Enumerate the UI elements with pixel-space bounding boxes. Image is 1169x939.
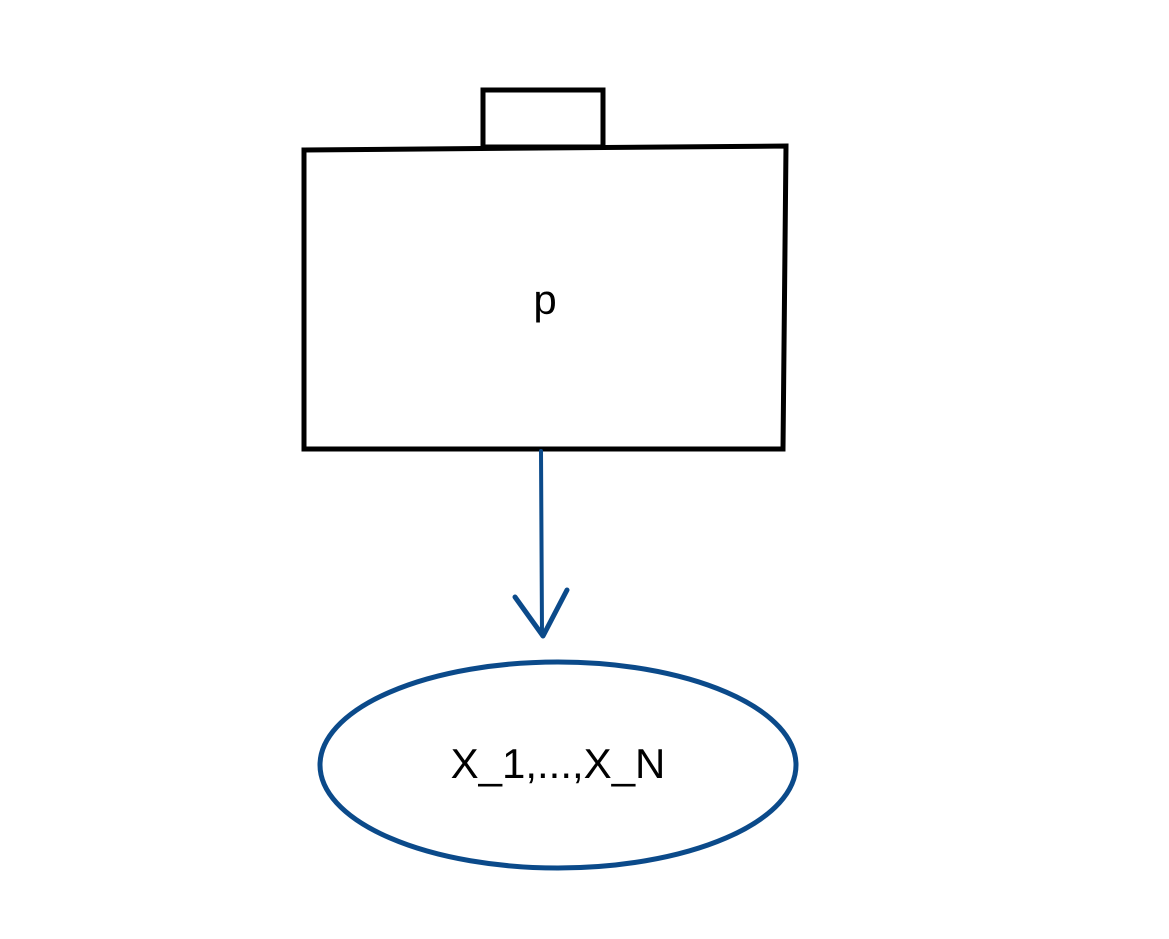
main-box [301,143,789,452]
box-tab [480,87,606,150]
arrow-head [512,587,570,639]
ellipse-node [317,659,799,871]
ellipse-label: X_1,...,X_N [450,740,666,787]
box-label: p [533,276,557,323]
arrow-shaft [539,449,544,636]
